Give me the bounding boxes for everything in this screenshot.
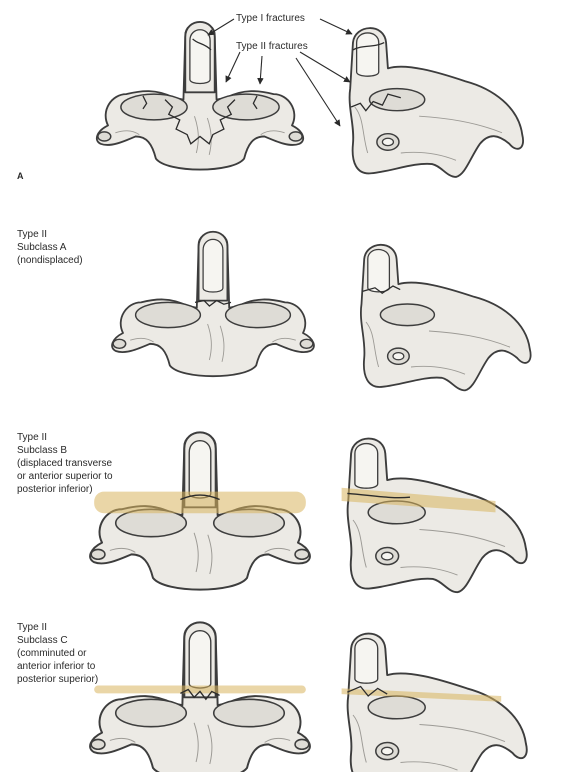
subclass-b-caption: Type II Subclass B (displaced transverse… xyxy=(17,431,113,496)
subclass-a-caption: Type II Subclass A (nondisplaced) xyxy=(17,228,83,267)
lateral-view-subclass-a xyxy=(361,245,531,391)
lateral-view-subclass-b xyxy=(342,439,527,593)
type-2-fractures-callout: Type II fractures xyxy=(236,40,308,53)
subclass-c-caption: Type II Subclass C (comminuted or anteri… xyxy=(17,621,98,686)
lateral-view-subclass-c xyxy=(342,634,527,772)
type-1-fractures-callout: Type I fractures xyxy=(236,12,305,25)
anterior-view-subclass-a xyxy=(112,232,314,376)
lateral-view-overview xyxy=(350,28,524,177)
anterior-view-subclass-c xyxy=(90,622,310,772)
anterior-view-subclass-b xyxy=(90,432,310,589)
panel-label: A xyxy=(17,170,24,183)
